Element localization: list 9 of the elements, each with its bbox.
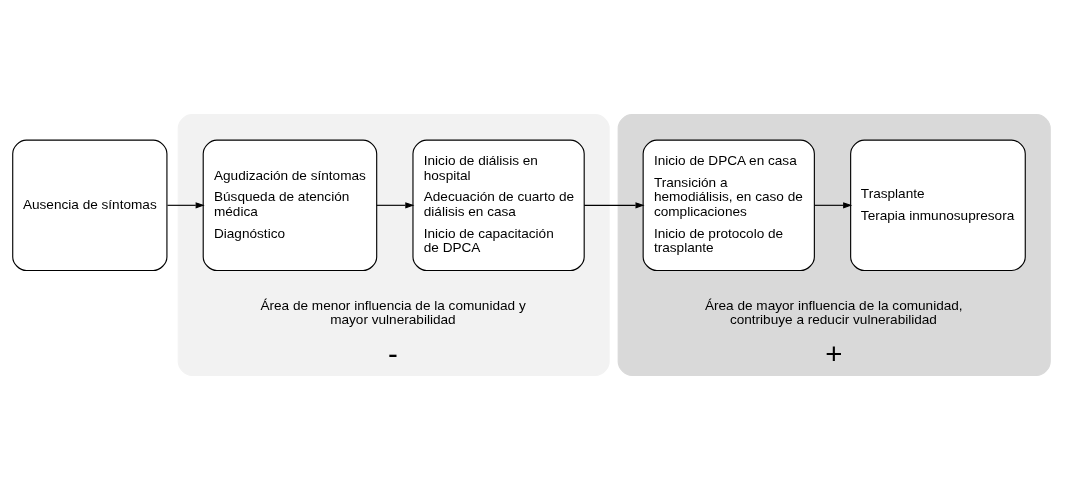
- node-box: Trasplante Terapia inmunosupresora: [850, 139, 1026, 272]
- arrow: [814, 202, 853, 209]
- arrow: [376, 202, 415, 209]
- node-box: Ausencia de síntomas: [12, 139, 168, 272]
- node-box: Agudización de síntomas Búsqueda de atención médica Diagnóstico: [202, 139, 378, 272]
- node-box: Inicio de diálisis en hospital Adecuación de cuarto de diálisis en casa Inicio de capacitación de DPCA: [412, 139, 585, 272]
- arrow: [583, 202, 645, 209]
- node-box: Inicio de DPCA en casa Transición a hemodiálisis, en caso de complicaciones Inicio de protocolo de trasplante: [642, 139, 815, 272]
- arrow: [166, 202, 205, 209]
